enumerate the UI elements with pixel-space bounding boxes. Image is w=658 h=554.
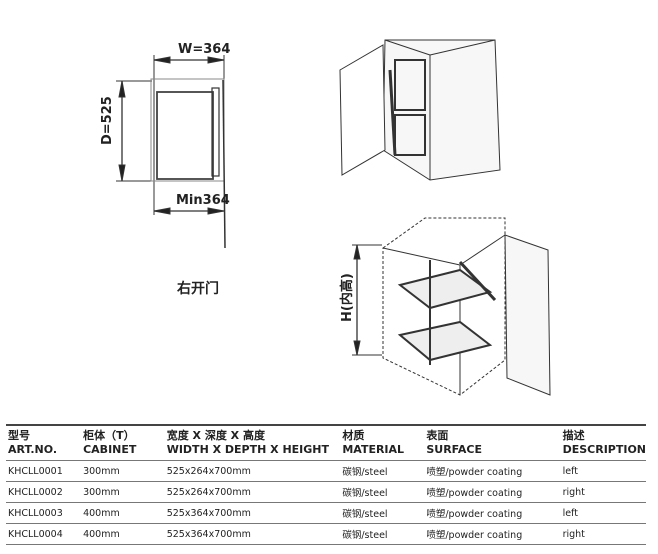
iso-cabinet-bottom [352, 217, 551, 396]
cell: 300mm [83, 465, 120, 477]
iso-cabinet-top [339, 39, 501, 181]
depth-dimension-label: D=525 [100, 96, 115, 145]
cell: KHCLL0002 [8, 486, 63, 498]
header-en: ART.NO. [8, 443, 57, 456]
right-door-caption: 右开门 [177, 281, 219, 297]
header-en: CABINET [83, 443, 137, 456]
cell: 喷塑/powder coating [426, 509, 523, 520]
plan-view-drawing [116, 55, 226, 249]
header-cn: 描述 [562, 429, 585, 442]
header-cn: 型号 [8, 429, 30, 442]
header-en: DESCRIPTION [562, 443, 646, 456]
header-cn: 柜体（T） [83, 429, 135, 442]
min-width-label: Min364 [176, 193, 230, 208]
cell: KHCLL0001 [8, 465, 63, 477]
header-cn: 材质 [342, 429, 365, 442]
table-row: KHCLL0001 300mm 525x264x700mm 碳钢/steel 喷塑/po… [6, 461, 646, 482]
header-en: WIDTH X DEPTH X HEIGHT [166, 443, 330, 456]
cell: 碳钢/steel [342, 530, 388, 541]
cell: 525x364x700mm [166, 528, 251, 540]
cell: 400mm [83, 507, 120, 519]
cell: 碳钢/steel [342, 509, 388, 520]
height-dimension-label: H(内高) [340, 273, 355, 322]
cell: 喷塑/powder coating [426, 530, 523, 541]
header-en: MATERIAL [342, 443, 405, 456]
cell: 喷塑/powder coating [426, 467, 523, 478]
cell: 碳钢/steel [342, 467, 388, 478]
cell: 300mm [83, 486, 120, 498]
cell: right [562, 486, 585, 498]
header-en: SURFACE [426, 443, 483, 456]
cell: 碳钢/steel [342, 488, 388, 499]
table-row: KHCLL0002 300mm 525x264x700mm 碳钢/steel 喷塑/po… [6, 482, 646, 503]
header-cabinet: 柜体（T）CABINET [81, 425, 165, 461]
technical-drawings [116, 39, 551, 396]
cell: left [562, 507, 578, 519]
width-dimension-label: W=364 [178, 42, 231, 57]
table-row: KHCLL0003 400mm 525x364x700mm 碳钢/steel 喷塑/po… [6, 503, 646, 524]
cell: 525x364x700mm [166, 507, 251, 519]
cell: 400mm [83, 528, 120, 540]
table-row: KHCLL0004 400mm 525x364x700mm 碳钢/steel 喷塑/po… [6, 524, 646, 545]
cell: 525x264x700mm [166, 486, 251, 498]
cell: right [562, 528, 585, 540]
cell: 喷塑/powder coating [426, 488, 523, 499]
cell: KHCLL0004 [8, 528, 63, 540]
cell: 525x264x700mm [166, 465, 251, 477]
header-cn: 宽度 X 深度 X 高度 [166, 429, 265, 442]
header-cn: 表面 [426, 429, 449, 442]
cell: left [562, 465, 578, 477]
cell: KHCLL0003 [8, 507, 63, 519]
